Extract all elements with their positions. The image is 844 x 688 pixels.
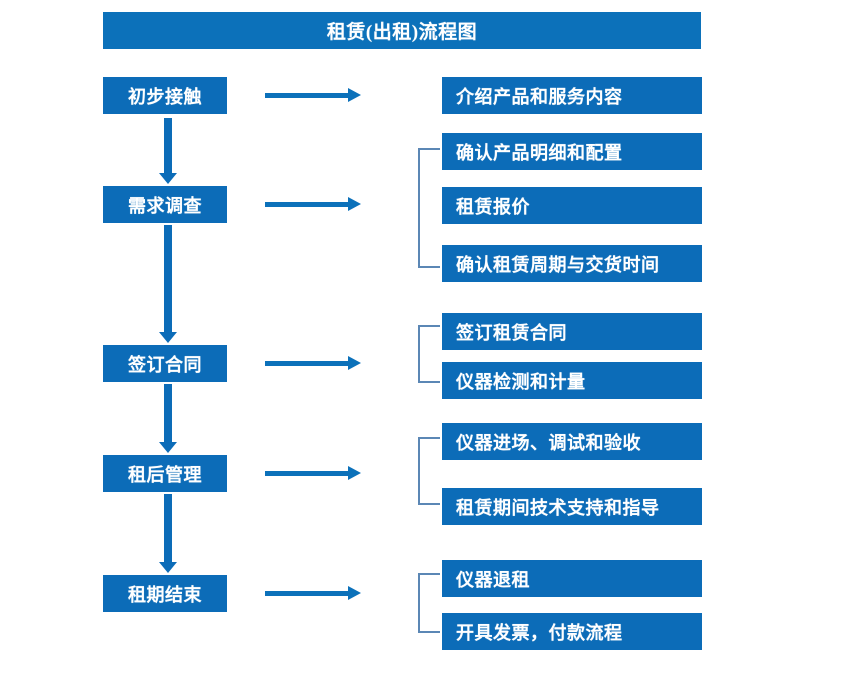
stage-node-2[interactable]: 需求调查 [103, 186, 227, 223]
arrow-shaft [164, 494, 172, 562]
detail-node-3[interactable]: 租赁报价 [442, 187, 702, 224]
arrow-head [159, 442, 177, 453]
arrow-shaft [265, 471, 349, 476]
flow-arrow-down-2 [158, 225, 178, 343]
arrow-head [159, 332, 177, 343]
arrow-shaft [164, 384, 172, 442]
detail-node-1[interactable]: 介绍产品和服务内容 [442, 77, 702, 114]
arrow-head [348, 466, 361, 480]
arrow-shaft [164, 225, 172, 332]
detail-node-9[interactable]: 仪器退租 [442, 560, 702, 597]
arrow-head [159, 173, 177, 184]
arrow-shaft [164, 118, 172, 173]
detail-arrow-right-3 [265, 356, 361, 370]
stage-node-5[interactable]: 租期结束 [103, 575, 227, 612]
flow-arrow-down-3 [158, 384, 178, 453]
group-bracket-2 [418, 325, 440, 383]
arrow-shaft [265, 93, 349, 98]
page-title: 租赁(出租)流程图 [103, 12, 701, 49]
stage-node-3[interactable]: 签订合同 [103, 345, 227, 382]
stage-node-1[interactable]: 初步接触 [103, 77, 227, 114]
detail-node-8[interactable]: 租赁期间技术支持和指导 [442, 488, 702, 525]
detail-node-6[interactable]: 仪器检测和计量 [442, 362, 702, 399]
flow-arrow-down-4 [158, 494, 178, 573]
arrow-shaft [265, 202, 349, 207]
detail-arrow-right-2 [265, 197, 361, 211]
arrow-head [348, 197, 361, 211]
arrow-head [159, 562, 177, 573]
flow-arrow-down-1 [158, 118, 178, 184]
detail-node-5[interactable]: 签订租赁合同 [442, 313, 702, 350]
arrow-shaft [265, 591, 349, 596]
detail-node-7[interactable]: 仪器进场、调试和验收 [442, 423, 702, 460]
group-bracket-1 [418, 148, 440, 268]
detail-arrow-right-4 [265, 466, 361, 480]
arrow-shaft [265, 361, 349, 366]
stage-node-4[interactable]: 租后管理 [103, 455, 227, 492]
group-bracket-4 [418, 573, 440, 633]
arrow-head [348, 356, 361, 370]
detail-arrow-right-1 [265, 88, 361, 102]
arrow-head [348, 586, 361, 600]
group-bracket-3 [418, 437, 440, 505]
detail-node-2[interactable]: 确认产品明细和配置 [442, 133, 702, 170]
detail-arrow-right-5 [265, 586, 361, 600]
detail-node-4[interactable]: 确认租赁周期与交货时间 [442, 245, 702, 282]
arrow-head [348, 88, 361, 102]
detail-node-10[interactable]: 开具发票，付款流程 [442, 613, 702, 650]
